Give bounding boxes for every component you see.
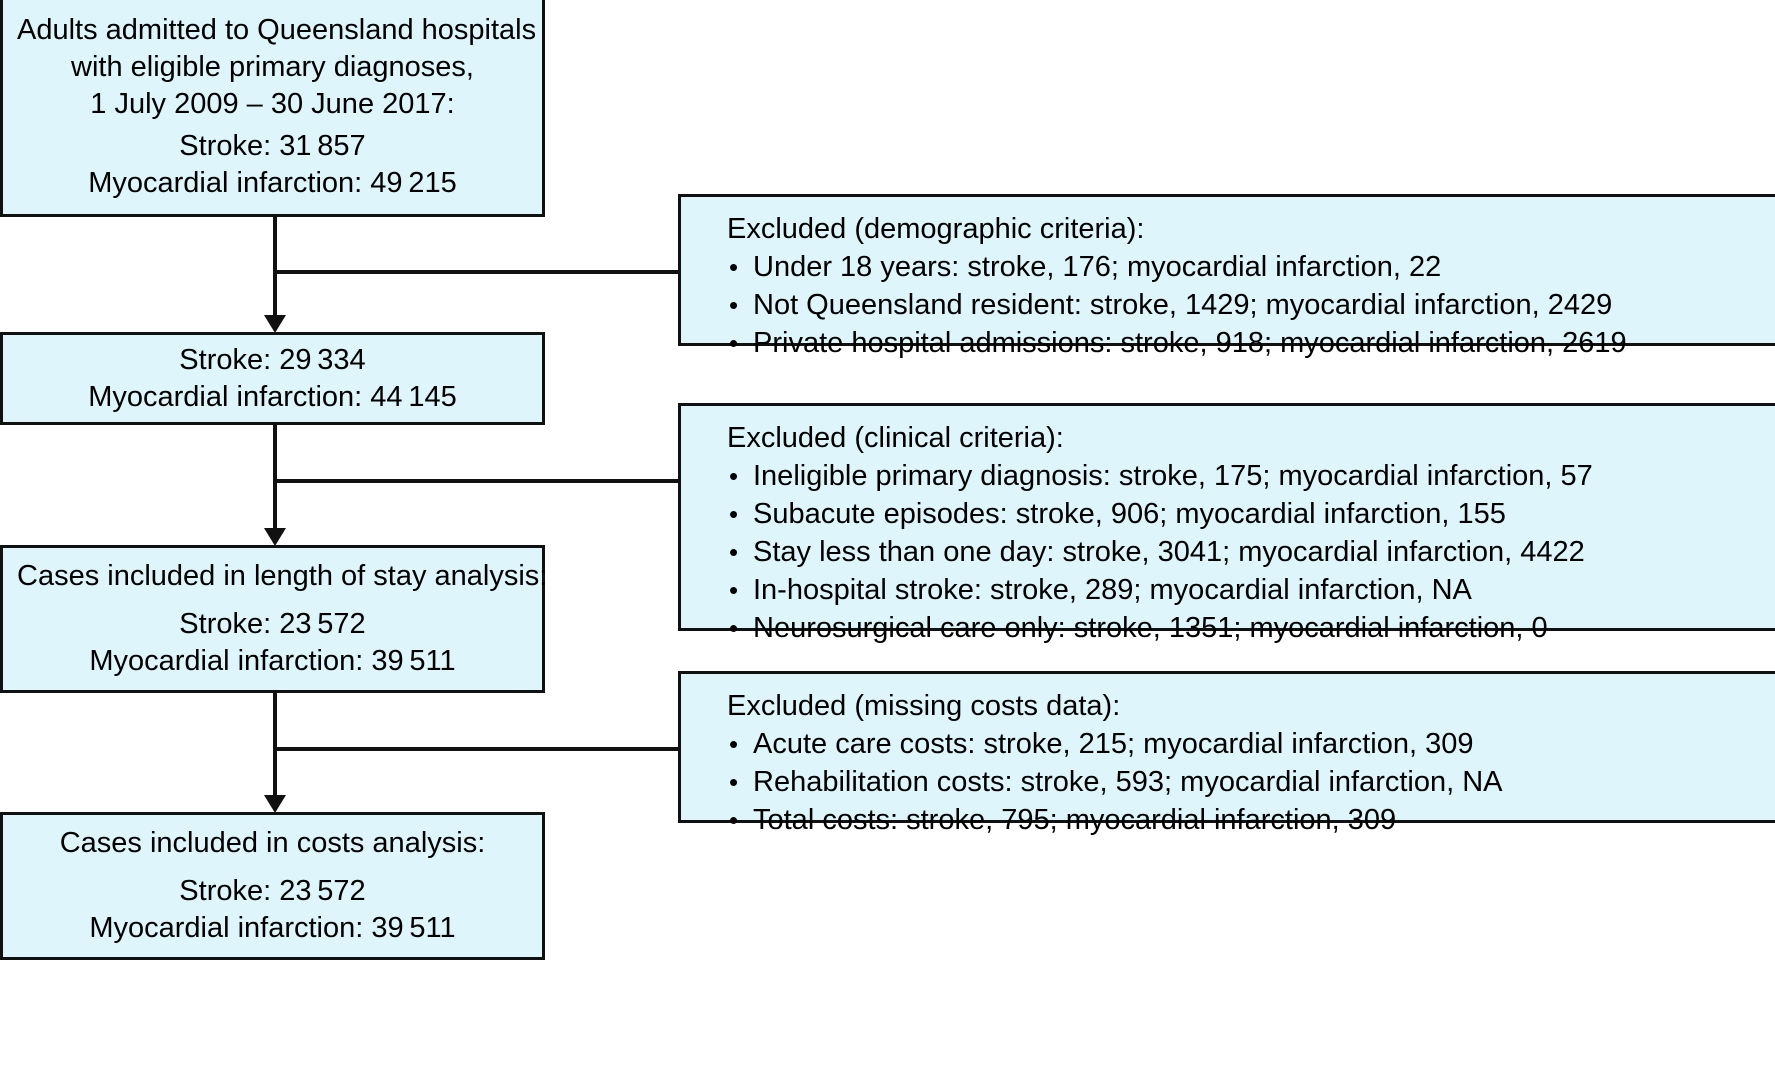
list-item: Not Queensland resident: stroke, 1429; m… — [727, 286, 1775, 324]
list-item: Acute care costs: stroke, 215; myocardia… — [727, 725, 1775, 763]
box2-line-1: Stroke: 29 334 — [179, 343, 366, 376]
box1-line-3: 1 July 2009 – 30 June 2017: — [90, 88, 455, 120]
arrow-into-box3 — [264, 528, 286, 546]
list-item: Rehabilitation costs: stroke, 593; myoca… — [727, 763, 1775, 801]
arrow-into-box2 — [264, 315, 286, 333]
demographic-exclusion-heading: Excluded (demographic criteria): — [727, 213, 1145, 245]
box4-line-4: Myocardial infarction: 39 511 — [89, 912, 456, 944]
box-after-demographic-exclusions: Stroke: 29 334 Myocardial infarction: 44… — [0, 332, 545, 425]
list-item: Neurosurgical care only: stroke, 1351; m… — [727, 609, 1775, 647]
box2-line-2: Myocardial infarction: 44 145 — [88, 380, 457, 413]
box3-line-2-spacer — [17, 595, 528, 606]
box-costs-analysis: Cases included in costs analysis: Stroke… — [0, 812, 545, 960]
list-item: Ineligible primary diagnosis: stroke, 17… — [727, 457, 1775, 495]
demographic-exclusion-list: Under 18 years: stroke, 176; myocardial … — [681, 248, 1775, 362]
box3-line-1: Cases included in length of stay analysi… — [17, 560, 548, 592]
list-item: Under 18 years: stroke, 176; myocardial … — [727, 248, 1775, 286]
clinical-exclusion-list: Ineligible primary diagnosis: stroke, 17… — [681, 457, 1775, 647]
connector-box2-to-box3 — [273, 425, 277, 543]
box1-line-1: Adults admitted to Queensland hospitals — [17, 14, 537, 46]
connector-to-clinical-exclusion — [273, 479, 701, 483]
box-excluded-clinical: Excluded (clinical criteria): Ineligible… — [678, 403, 1775, 647]
list-item: Private hospital admissions: stroke, 918… — [727, 324, 1775, 362]
clinical-exclusion-heading: Excluded (clinical criteria): — [727, 422, 1064, 454]
box3-line-3: Stroke: 23 572 — [179, 608, 366, 640]
box4-line-3: Stroke: 23 572 — [179, 875, 366, 907]
box-eligible-admissions: Adults admitted to Queensland hospitals … — [0, 0, 545, 217]
connector-to-demographic-exclusion — [273, 270, 701, 274]
costs-exclusion-list: Acute care costs: stroke, 215; myocardia… — [681, 725, 1775, 839]
box3-line-4: Myocardial infarction: 39 511 — [89, 645, 456, 677]
costs-exclusion-heading: Excluded (missing costs data): — [727, 690, 1121, 722]
box-excluded-missing-costs: Excluded (missing costs data): Acute car… — [678, 671, 1775, 839]
list-item: In-hospital stroke: stroke, 289; myocard… — [727, 571, 1775, 609]
box4-line-1: Cases included in costs analysis: — [59, 827, 486, 859]
list-item: Total costs: stroke, 795; myocardial inf… — [727, 801, 1775, 839]
box1-line-5: Stroke: 31 857 — [179, 130, 366, 162]
list-item: Subacute episodes: stroke, 906; myocardi… — [727, 495, 1775, 533]
box-length-of-stay-analysis: Cases included in length of stay analysi… — [0, 545, 548, 693]
box1-line-6: Myocardial infarction: 49 215 — [88, 167, 457, 199]
connector-box3-to-box4 — [273, 693, 277, 810]
box-excluded-demographic: Excluded (demographic criteria): Under 1… — [678, 194, 1775, 362]
arrow-into-box4 — [264, 795, 286, 813]
box4-line-2-spacer — [17, 862, 528, 873]
box1-line-2: with eligible primary diagnoses, — [71, 51, 474, 83]
list-item: Stay less than one day: stroke, 3041; my… — [727, 533, 1775, 571]
connector-to-costs-exclusion — [273, 747, 701, 751]
